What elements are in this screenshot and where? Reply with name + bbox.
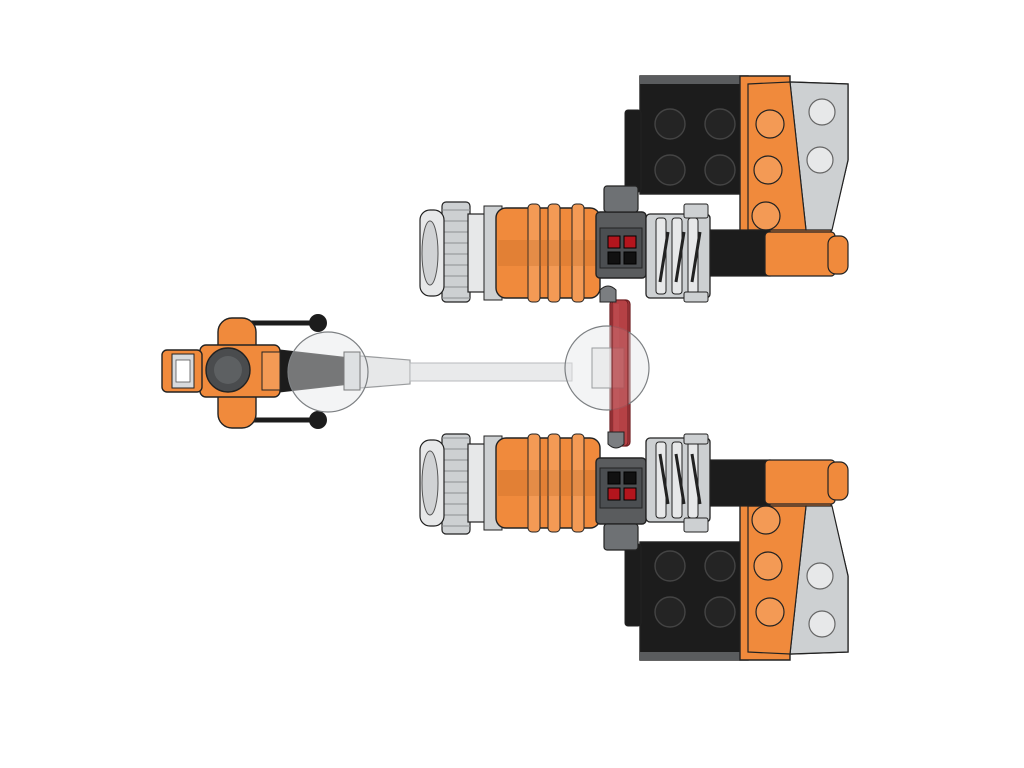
engine-pod-bottom	[419, 433, 849, 661]
red-energy-coupler	[564, 285, 650, 449]
engine-pod-top	[419, 75, 849, 303]
cockpit-pod	[161, 314, 369, 429]
energy-binder-bar	[359, 355, 573, 389]
